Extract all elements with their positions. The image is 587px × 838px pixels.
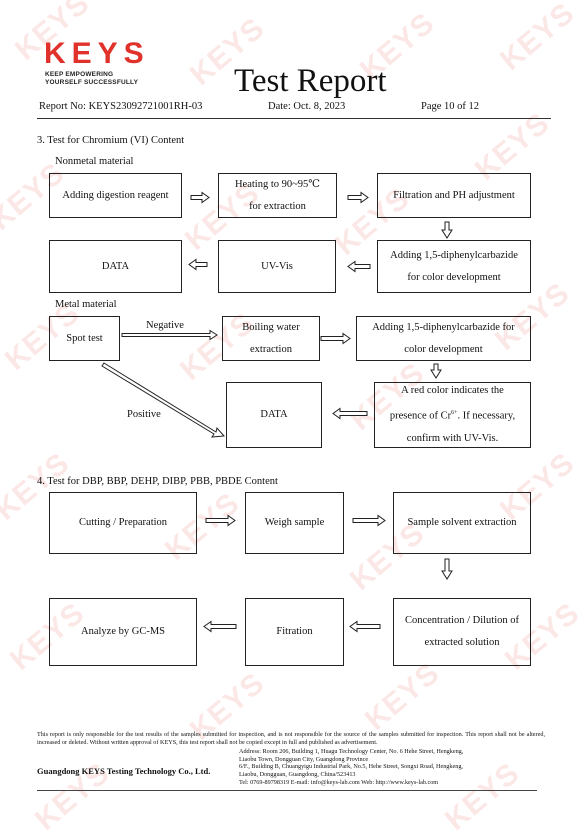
logo-tagline-line2: YOURSELF SUCCESSFULLY	[45, 79, 139, 86]
step-fitration: Fitration	[245, 598, 344, 666]
arrow-left-icon	[349, 620, 381, 633]
arrow-left-icon	[332, 407, 368, 420]
footer-address-line1: Address: Room 206, Building 1, Huagu Tec…	[239, 748, 464, 755]
logo-tagline-line1: KEEP EMPOWERING	[45, 71, 114, 78]
step-analyze-gc-ms: Analyze by GC-MS	[49, 598, 197, 666]
step-data-metal: DATA	[226, 382, 322, 448]
arrow-right-icon	[190, 191, 210, 204]
page-number: Page 10 of 12	[421, 101, 480, 112]
step-heating-extraction: Heating to 90~95℃ for extraction	[218, 173, 337, 218]
header-divider	[37, 118, 551, 119]
footer-address-line4: Liaobu, Dongguan, Guangdong, China/52341…	[239, 770, 356, 778]
step-diphenylcarbazide-nonmetal: Adding 1,5-diphenylcarbazide for color d…	[377, 240, 531, 293]
step-weigh-sample: Weigh sample	[245, 492, 344, 554]
step-filtration-ph: Filtration and PH adjustment	[377, 173, 531, 218]
step-concentration-dilution: Concentration / Dilution of extracted so…	[393, 598, 531, 666]
arrow-right-icon	[205, 514, 236, 527]
step-spot-test: Spot test	[49, 316, 120, 361]
arrow-down-icon	[441, 558, 453, 580]
arrow-positive-icon	[101, 362, 226, 438]
step-sample-solvent-extraction: Sample solvent extraction	[393, 492, 531, 554]
arrow-left-icon	[203, 620, 237, 633]
step-adding-digestion-reagent: Adding digestion reagent	[49, 173, 182, 218]
footer-company-name: Guangdong KEYS Testing Technology Co., L…	[37, 766, 211, 776]
step-uv-vis: UV-Vis	[218, 240, 336, 293]
footer-contact: Tel: 0769-89798319 E-mail: info@keys-lab…	[239, 779, 439, 786]
arrow-down-icon	[441, 221, 453, 239]
footer-address-line2: Liaobu Town, Dongguan City, Guangdong Pr…	[239, 755, 369, 763]
step-diphenylcarbazide-metal: Adding 1,5-diphenylcarbazide for color d…	[356, 316, 531, 361]
metal-label: Metal material	[55, 299, 117, 310]
arrow-negative-icon	[121, 329, 218, 341]
nonmetal-label: Nonmetal material	[55, 156, 134, 167]
footer-disclaimer: This report is only responsible for the …	[37, 731, 545, 746]
step-data-nonmetal: DATA	[49, 240, 182, 293]
report-date: Date: Oct. 8, 2023	[268, 101, 346, 112]
footer-divider	[37, 790, 537, 791]
section-3-heading: 3. Test for Chromium (VI) Content	[37, 135, 185, 146]
arrow-right-icon	[347, 191, 369, 204]
step-cutting-preparation: Cutting / Preparation	[49, 492, 197, 554]
arrow-left-icon	[188, 258, 208, 271]
report-number: Report No: KEYS23092721001RH-03	[39, 101, 203, 112]
arrow-down-icon	[430, 363, 442, 379]
step-red-color-indication: A red color indicates the presence of Cr…	[374, 382, 531, 448]
footer-address-line3: 6/F., Building B, Chuangyigu Industrial …	[239, 763, 463, 770]
step-boiling-water-extraction: Boiling water extraction	[222, 316, 320, 361]
arrow-right-icon	[352, 514, 386, 527]
positive-label: Positive	[127, 409, 161, 420]
section-4-heading: 4. Test for DBP, BBP, DEHP, DIBP, PBB, P…	[37, 476, 278, 487]
page-title: Test Report	[234, 63, 387, 99]
arrow-right-icon	[320, 332, 351, 345]
company-logo: KEYS	[44, 37, 150, 70]
negative-label: Negative	[146, 320, 184, 331]
arrow-left-icon	[347, 260, 371, 273]
